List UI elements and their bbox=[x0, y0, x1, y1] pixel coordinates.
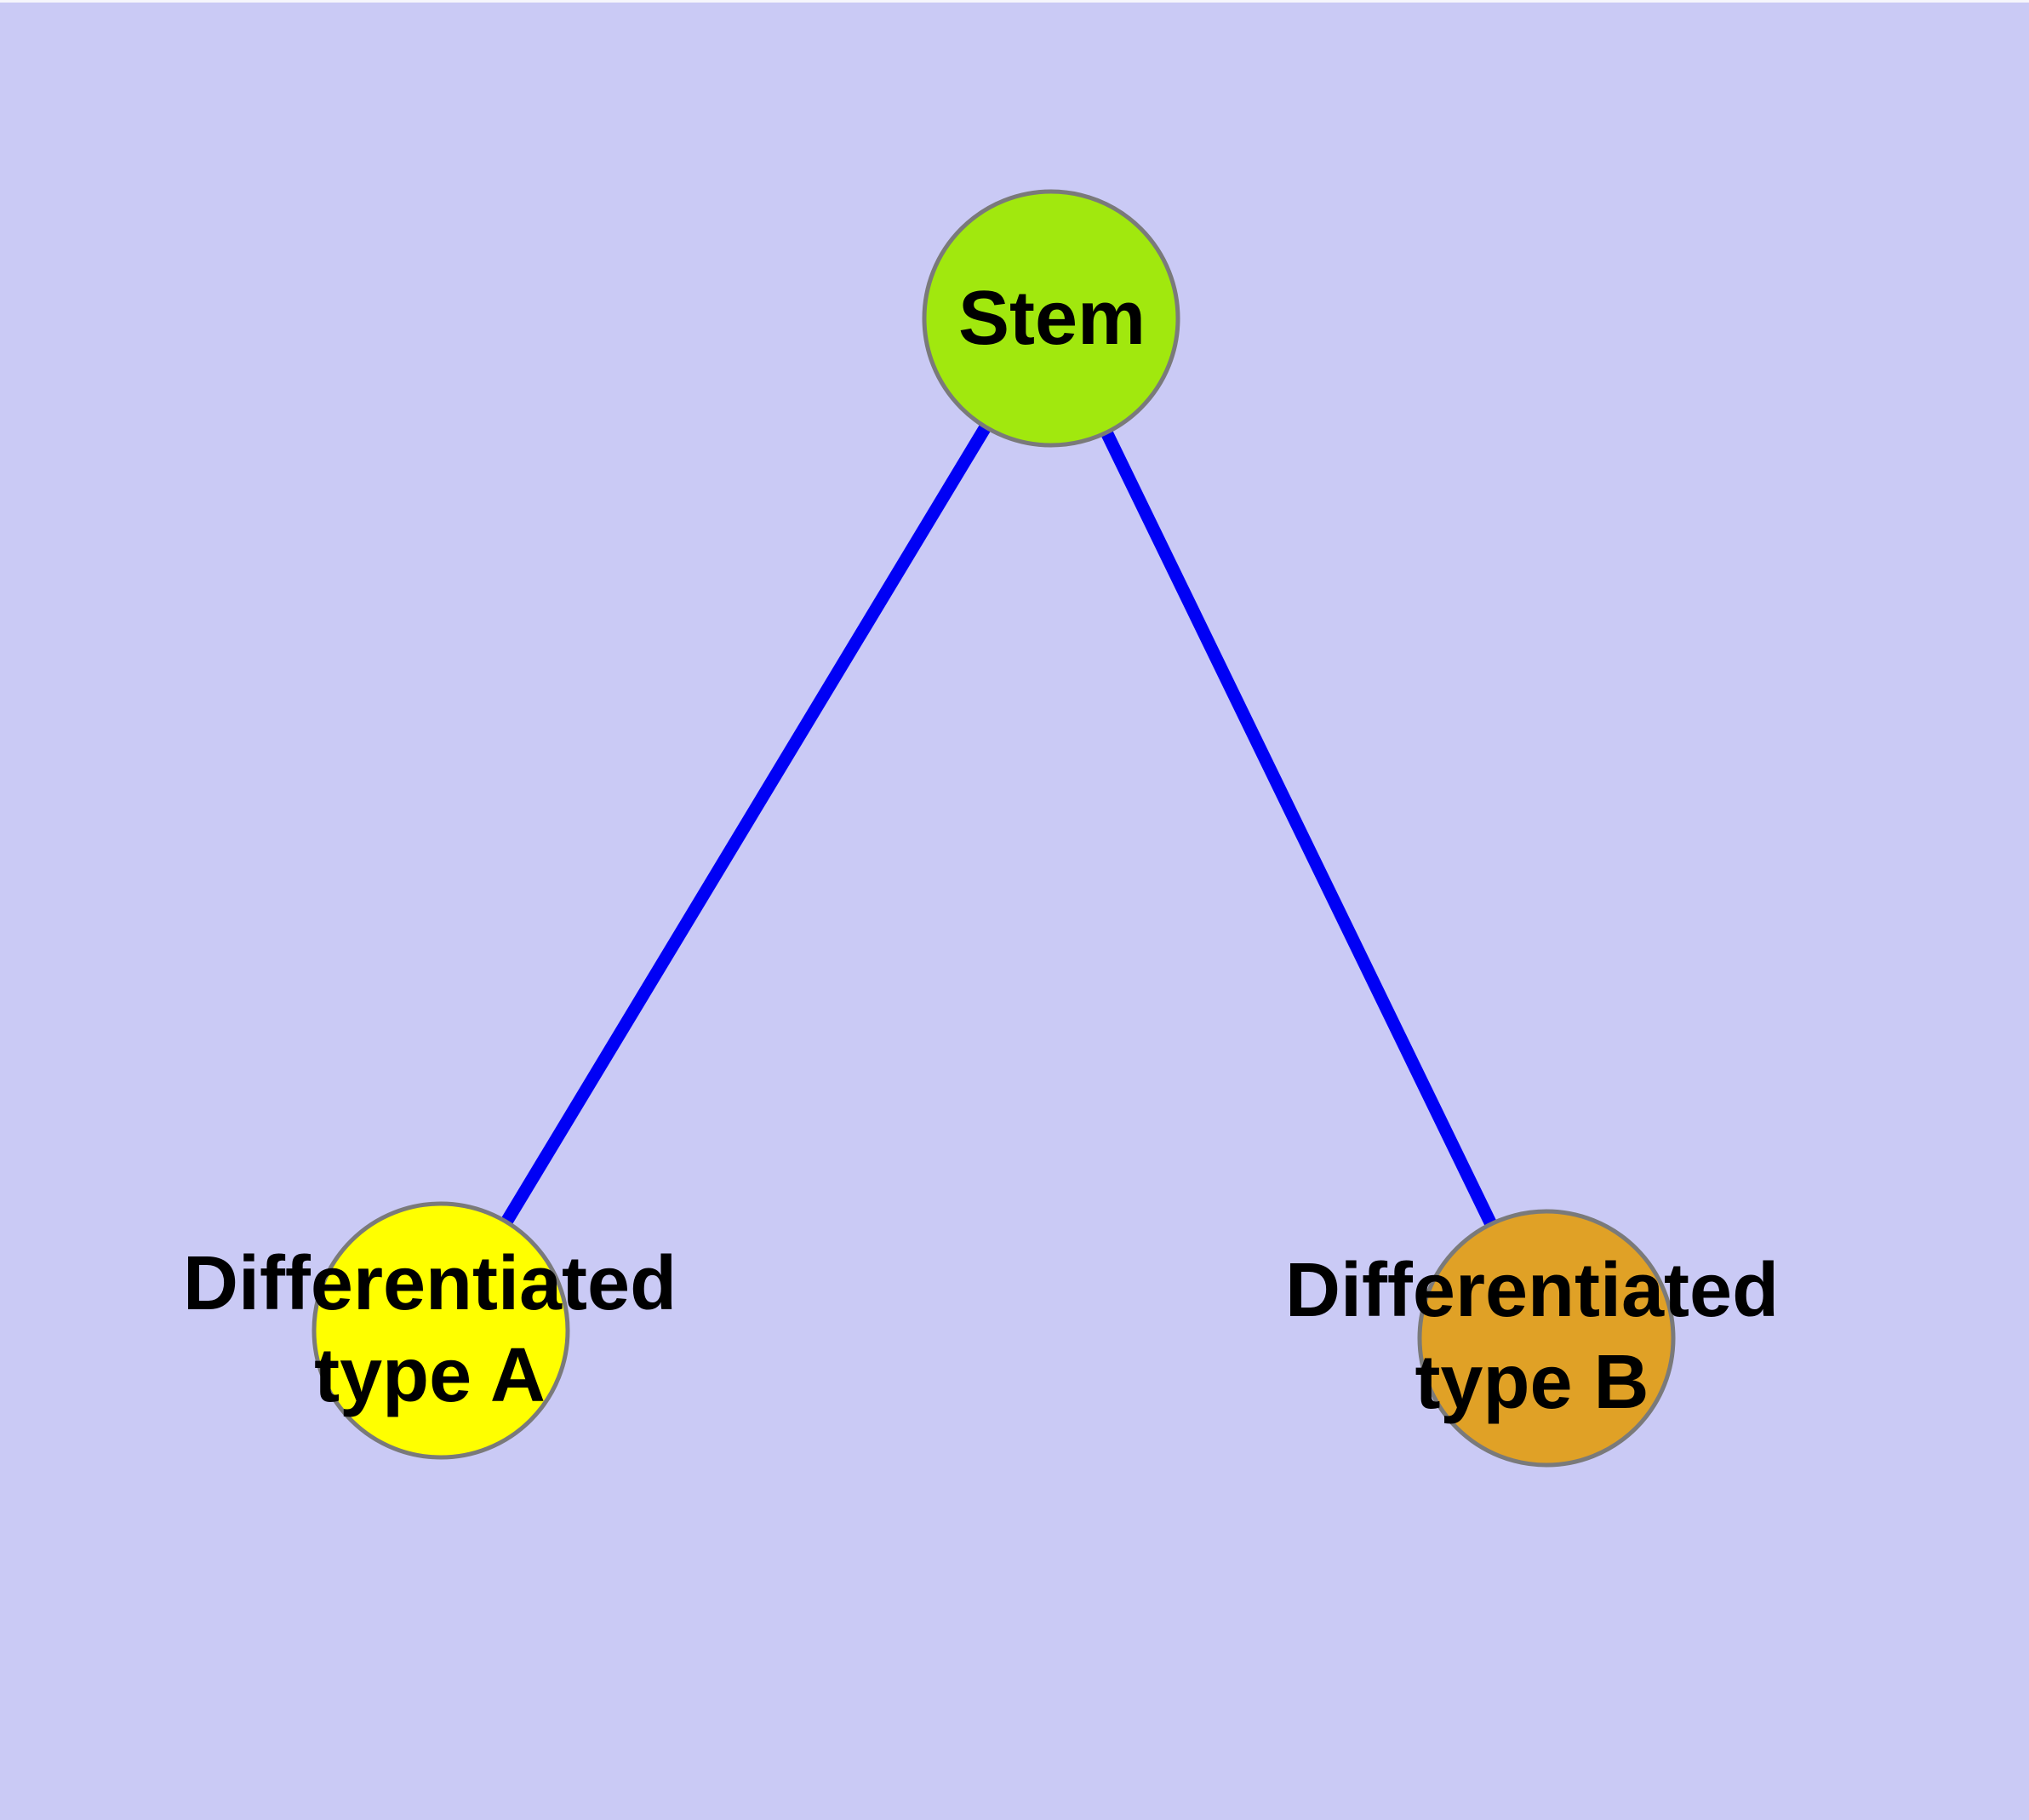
top-edge-margin bbox=[0, 0, 2029, 3]
edge-stem-to-type-a bbox=[435, 315, 1057, 1334]
node-stem bbox=[922, 189, 1180, 448]
node-stem-label: Stem bbox=[957, 276, 1146, 361]
node-type-a bbox=[311, 1201, 570, 1460]
node-type-b bbox=[1417, 1209, 1676, 1468]
node-type-b-label: Differentiated type B bbox=[1284, 1248, 1780, 1425]
node-type-a-label: Differentiated type A bbox=[182, 1241, 677, 1418]
edge-stem-to-type-b bbox=[1045, 315, 1552, 1342]
